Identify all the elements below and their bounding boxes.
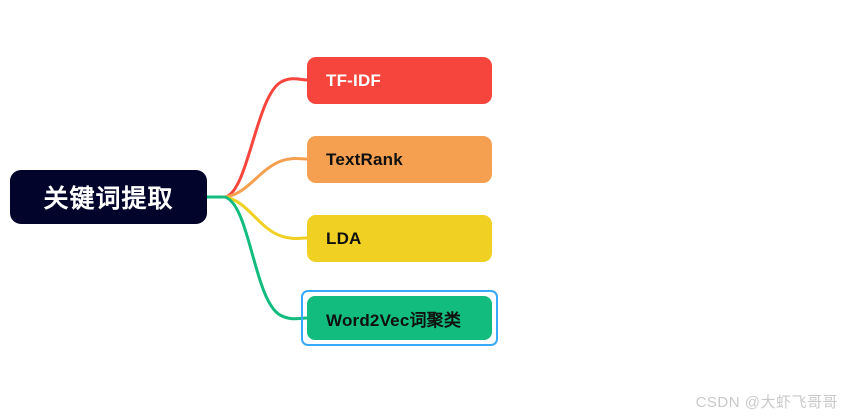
node-textrank-label: TextRank [326,149,403,169]
connector-lda [223,195,309,240]
node-lda-label: LDA [326,228,362,248]
connector-textrank [223,157,309,199]
mindmap-node-tfidf[interactable]: TF-IDF [307,57,492,104]
connector-word2vec [223,195,309,321]
connector-tfidf [223,77,309,199]
mindmap-node-lda[interactable]: LDA [307,215,492,262]
mindmap-node-textrank[interactable]: TextRank [307,136,492,183]
watermark-text: CSDN @大虾飞哥哥 [695,394,838,411]
root-node-label: 关键词提取 [43,185,174,213]
node-tfidf-label: TF-IDF [326,70,382,90]
mindmap-root-node[interactable]: 关键词提取 [10,170,207,224]
node-selection-outline [301,290,498,346]
mindmap-node-word2vec[interactable]: Word2Vec词聚类 [307,296,492,340]
node-word2vec-label: Word2Vec词聚类 [326,310,462,330]
